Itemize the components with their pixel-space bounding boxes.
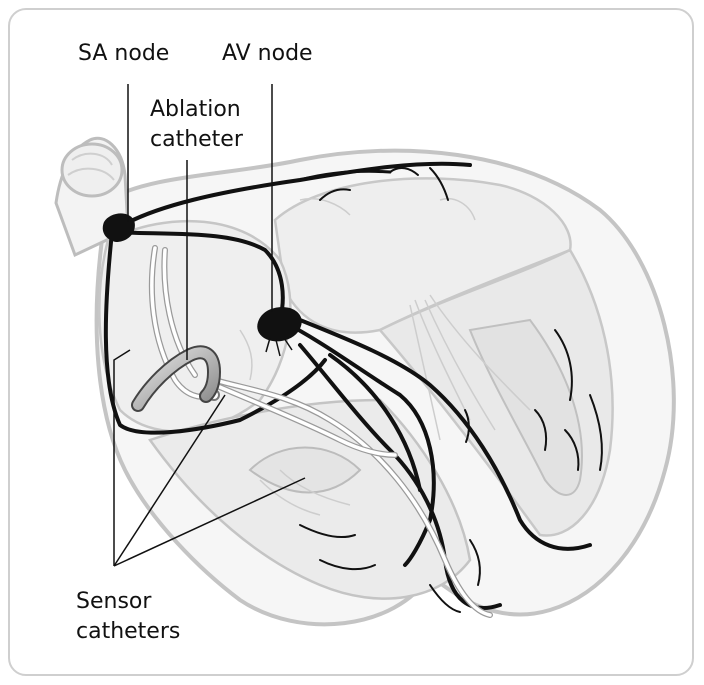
sensor-catheters-label-line1: Sensor: [76, 588, 151, 616]
av-node-label: AV node: [222, 40, 313, 68]
ablation-catheter-label-line1: Ablation: [150, 96, 241, 124]
sa-node-label: SA node: [78, 40, 169, 68]
ablation-catheter-label-line2: catheter: [150, 126, 243, 154]
sensor-catheters-label-line2: catheters: [76, 618, 180, 646]
vena-cava-opening: [62, 144, 122, 196]
